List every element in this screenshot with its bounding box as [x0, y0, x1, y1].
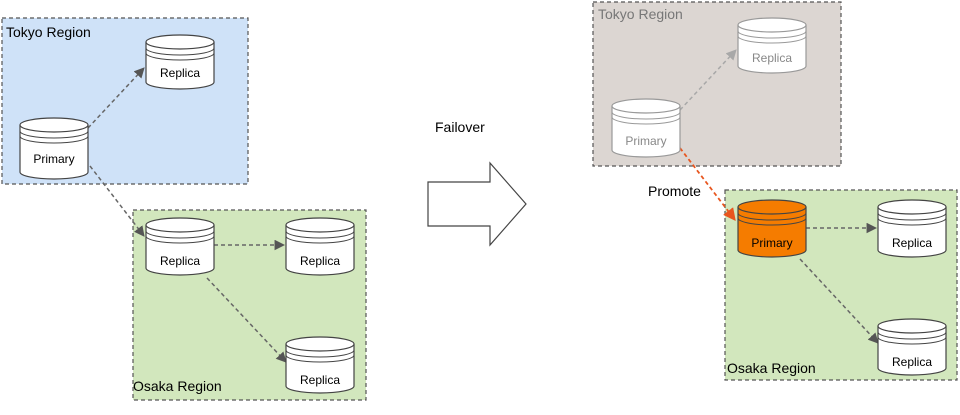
tokyo-region-label-inactive: Tokyo Region — [598, 6, 683, 22]
failover-label: Failover — [435, 119, 485, 135]
database-replica-osaka-right-2: Replica — [877, 199, 947, 258]
database-label: Primary — [625, 134, 666, 148]
database-label: Primary — [751, 236, 792, 250]
tokyo-region-label: Tokyo Region — [6, 24, 91, 40]
database-primary-tokyo-inactive: Primary — [611, 98, 681, 158]
promote-label: Promote — [648, 183, 701, 199]
database-replica-tokyo-inactive: Replica — [737, 17, 807, 74]
database-label: Replica — [160, 66, 200, 80]
promote-arrow — [679, 147, 736, 222]
connector-primary-to-osaka-replica — [89, 165, 145, 237]
failover-arrow-icon — [427, 161, 527, 247]
database-replica-osaka-main: Replica — [145, 217, 215, 276]
database-replica-osaka-right: Replica — [285, 217, 355, 276]
database-label: Replica — [300, 254, 340, 268]
database-replica-tokyo: Replica — [145, 34, 215, 90]
database-primary-osaka-promoted: Primary — [737, 199, 807, 258]
osaka-region-label: Osaka Region — [133, 378, 222, 394]
database-label: Replica — [160, 254, 200, 268]
database-label: Replica — [892, 236, 932, 250]
connector-new-primary-to-replica-bottom — [799, 258, 879, 344]
database-replica-osaka-bottom-2: Replica — [877, 318, 947, 376]
database-replica-osaka-bottom: Replica — [285, 336, 355, 394]
database-label: Primary — [33, 152, 74, 166]
database-label: Replica — [892, 355, 932, 369]
database-label: Replica — [300, 373, 340, 387]
connector-osaka-replica-to-bottom — [206, 277, 287, 363]
database-primary-tokyo: Primary — [19, 117, 89, 180]
database-label: Replica — [752, 51, 792, 65]
osaka-region-label-active: Osaka Region — [727, 360, 816, 376]
